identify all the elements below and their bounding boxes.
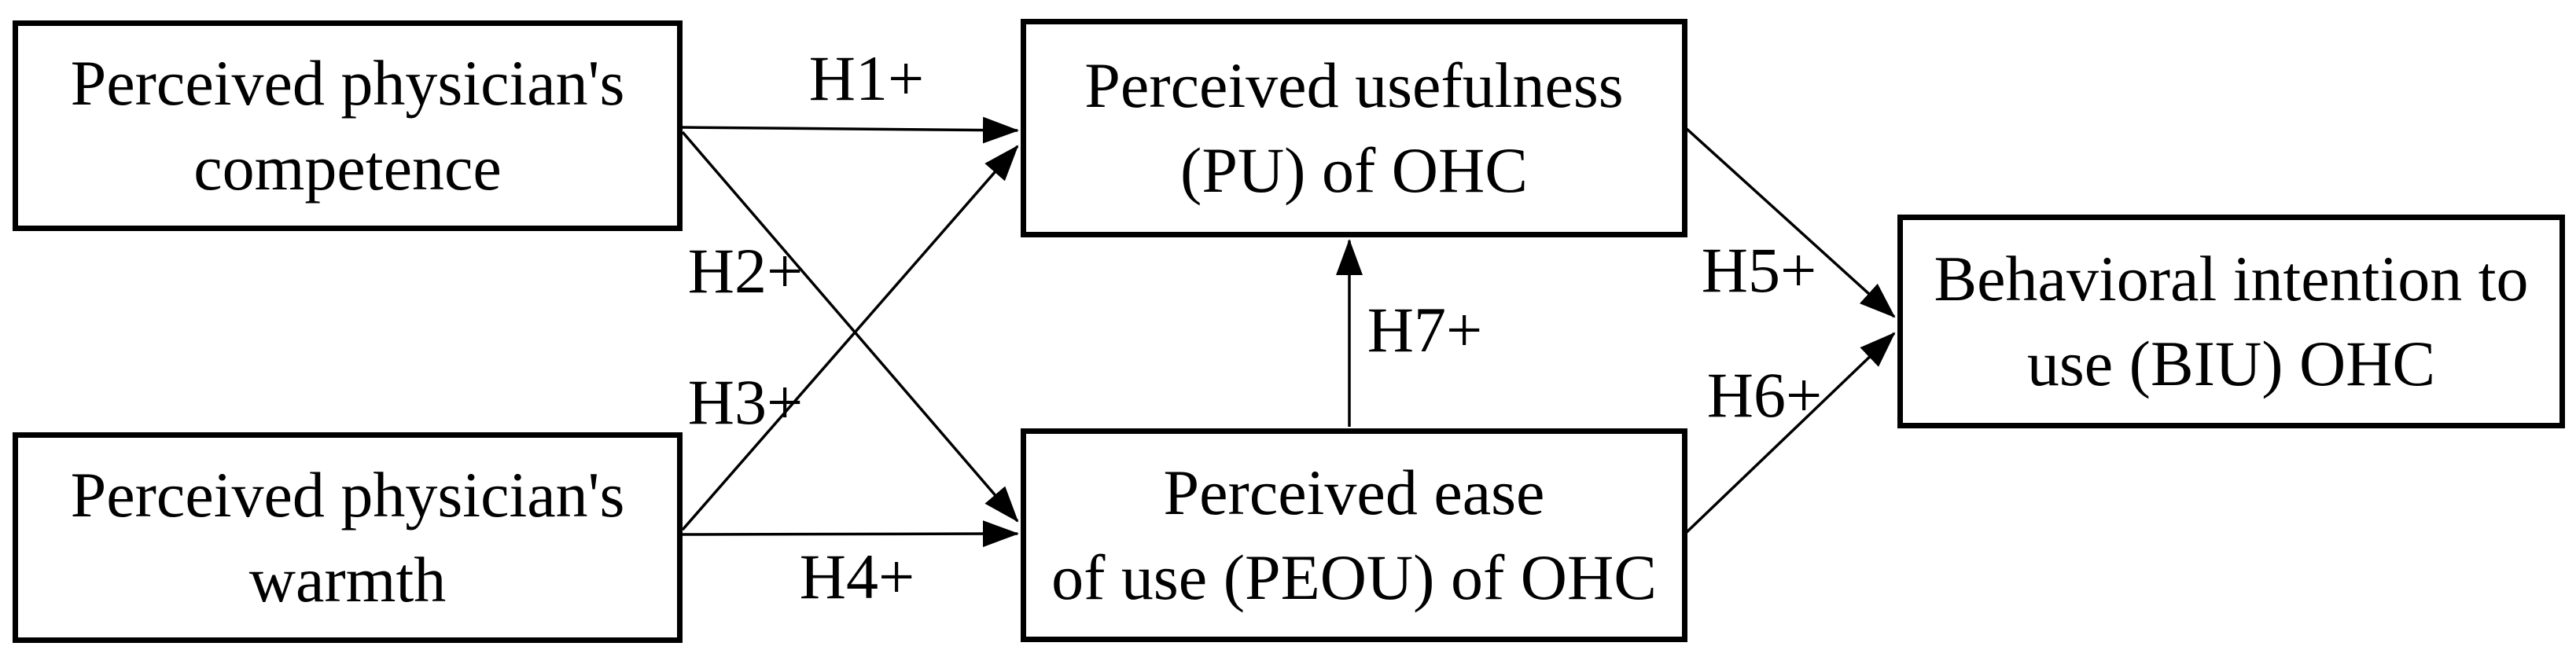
hypothesis-label-h6: H6+ (1706, 359, 1823, 431)
box-label-biu: Behavioral intention to use (BIU) OHC (1934, 242, 2529, 399)
box-label-pu: Perceived usefulness (PU) of OHC (1084, 49, 1624, 206)
box-perceived-physicians-warmth: Perceived physician's warmth (13, 432, 683, 643)
box-perceived-usefulness: Perceived usefulness (PU) of OHC (1021, 19, 1687, 237)
h2-arrow (681, 130, 1019, 523)
box-label-competence: Perceived physician's competence (70, 46, 625, 204)
box-label-warmth: Perceived physician's warmth (70, 458, 625, 615)
hypothesis-label-h7: H7+ (1367, 294, 1483, 365)
box-label-peou: Perceived ease of use (PEOU) of OHC (1051, 456, 1657, 613)
hypothesis-label-h4: H4+ (799, 541, 915, 612)
hypothesis-label-h1: H1+ (808, 42, 925, 114)
hypothesis-label-h2: H2+ (687, 235, 804, 307)
hypothesis-label-h3: H3+ (687, 366, 804, 438)
h3-arrow (681, 145, 1019, 531)
h5-arrow (1684, 127, 1896, 318)
box-perceived-physicians-competence: Perceived physician's competence (13, 20, 683, 231)
box-perceived-ease-of-use: Perceived ease of use (PEOU) of OHC (1021, 428, 1687, 642)
box-behavioral-intention: Behavioral intention to use (BIU) OHC (1897, 215, 2565, 428)
h6-arrow (1684, 332, 1896, 534)
h1-arrow (682, 116, 1019, 144)
hypothesis-label-h5: H5+ (1701, 234, 1817, 306)
